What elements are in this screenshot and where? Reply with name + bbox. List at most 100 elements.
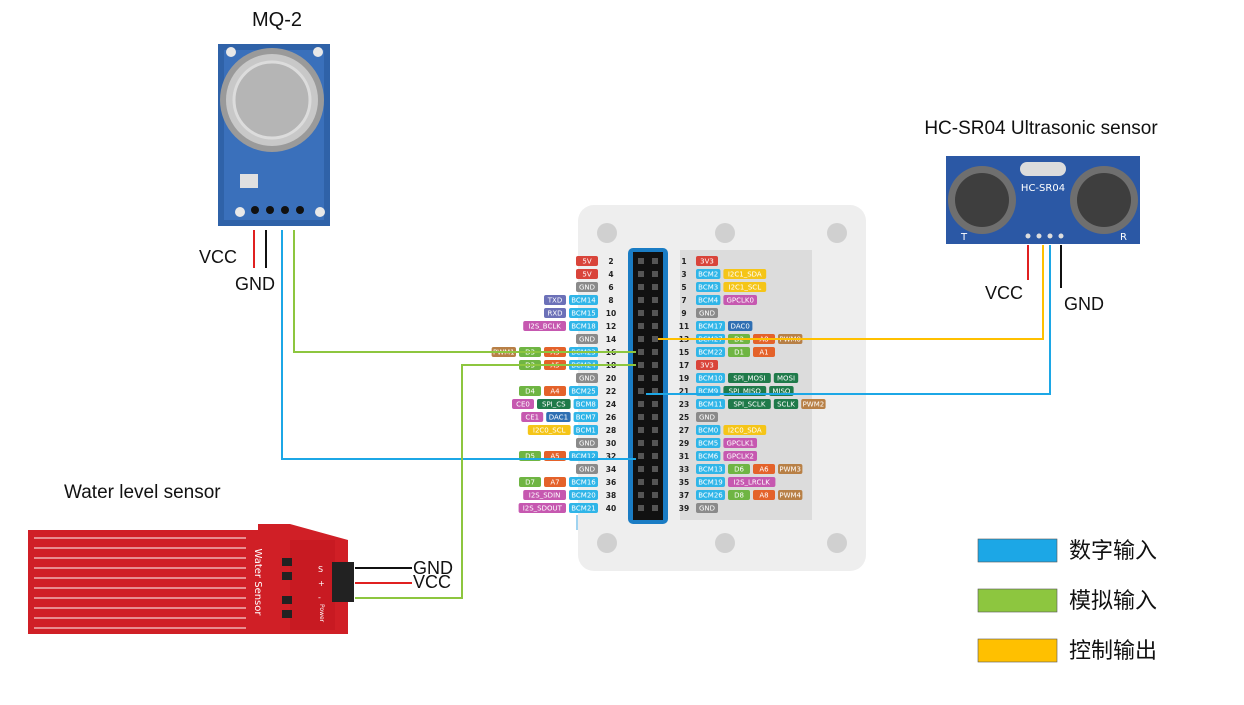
pin-number: 23 <box>679 400 689 409</box>
hcsr04-sensor: HC-SR04 T R <box>946 156 1140 244</box>
pin-label: BCM6 <box>698 453 719 461</box>
pin-label-box <box>527 425 571 435</box>
pin-label-box <box>696 373 725 383</box>
pin-label-box <box>696 360 718 370</box>
pin-label-box <box>696 477 725 487</box>
pin-label-box <box>728 464 750 474</box>
pin-label-box <box>576 464 598 474</box>
water-analog-wire[interactable] <box>355 364 636 599</box>
pin-label-box <box>696 451 721 461</box>
pin-label: A8 <box>759 492 768 500</box>
pin-label-box <box>569 477 598 487</box>
pin-label-box <box>519 477 541 487</box>
pin-label: BCM11 <box>698 401 723 409</box>
pin-label-box <box>576 282 598 292</box>
gpio-pin <box>652 258 658 264</box>
pin-label: I2C0_SCL <box>533 427 566 435</box>
pin-label-box <box>573 399 598 409</box>
pin-label-box <box>773 399 799 409</box>
gpio-pin <box>652 284 658 290</box>
pin-label: DAC1 <box>549 414 568 422</box>
gpio-pin <box>652 440 658 446</box>
pin-label: I2S_SDOUT <box>523 505 563 513</box>
pin-label: GND <box>699 310 715 318</box>
gpio-pin <box>652 505 658 511</box>
pin-label: PWM4 <box>779 492 801 500</box>
gpio-pin <box>652 362 658 368</box>
gpio-pin <box>652 479 658 485</box>
gpio-pin <box>652 466 658 472</box>
pin-label-box <box>696 412 718 422</box>
gpio-pin <box>652 297 658 303</box>
gpio-pin <box>638 349 644 355</box>
gpio-pin <box>638 414 644 420</box>
water-title: Water level sensor <box>64 482 221 503</box>
pin-label: GND <box>579 375 595 383</box>
pin-number: 31 <box>679 452 689 461</box>
pin-label: BCM15 <box>571 310 596 318</box>
pin-label-box <box>544 477 566 487</box>
pin-label-box <box>696 425 721 435</box>
pin-label-box <box>576 438 598 448</box>
pin-label: BCM4 <box>698 297 719 305</box>
pin-label-box <box>778 490 803 500</box>
hcsr04-vcc-label: VCC <box>985 283 1023 303</box>
pin-label: I2S_LRCLK <box>734 479 771 487</box>
mq2-analog-wire[interactable] <box>293 230 636 353</box>
pin-label-box <box>576 334 598 344</box>
pin-label-box <box>569 308 598 318</box>
pin-label-box <box>544 308 566 318</box>
gpio-pin <box>638 440 644 446</box>
pin-label-box <box>696 438 721 448</box>
pin-number: 28 <box>606 426 616 435</box>
pin-label: BCM14 <box>571 297 596 305</box>
gpio-pin <box>638 479 644 485</box>
pin-label: GPCLK2 <box>726 453 753 461</box>
pin-label-box <box>523 490 566 500</box>
mq2-digital-wire[interactable] <box>281 230 636 460</box>
gpio-pin <box>652 453 658 459</box>
pin-label: CE1 <box>525 414 539 422</box>
water-sensor: Water Sensor S + - Power <box>28 524 354 634</box>
pin-label: SPI_MOSI <box>733 375 765 383</box>
legend-swatch <box>977 638 1058 663</box>
pin-label-box <box>573 412 598 422</box>
pin-number: 25 <box>679 413 689 422</box>
pin-number: 22 <box>606 387 616 396</box>
gpio-pin <box>638 375 644 381</box>
pin-number: 40 <box>606 504 616 513</box>
pin-label: GND <box>579 440 595 448</box>
hcsr04-trig-wire[interactable] <box>658 245 1044 340</box>
water-vcc-label: VCC <box>413 572 451 592</box>
pin-label: 5V <box>582 258 591 266</box>
pin-number: 4 <box>608 270 613 279</box>
gpio-pin <box>638 323 644 329</box>
pin-label: PWM3 <box>779 466 801 474</box>
pin-label-box <box>569 295 598 305</box>
pin-label: SPI_SCLK <box>733 401 765 409</box>
hcsr04-echo-wire[interactable] <box>646 245 1051 395</box>
pin-label-box <box>696 308 718 318</box>
pin-label: MISO <box>772 388 791 396</box>
pin-label-box <box>576 269 598 279</box>
pin-label-box <box>544 295 566 305</box>
gpio-pin <box>638 258 644 264</box>
pin-label: 3V3 <box>700 362 714 370</box>
pin-label-box <box>696 347 725 357</box>
gpio-pin-grid <box>638 258 658 511</box>
pin-label: I2S_SDIN <box>529 492 561 500</box>
mq2-title: MQ-2 <box>252 9 302 31</box>
pin-label-box <box>696 321 725 331</box>
pin-number: 6 <box>608 283 613 292</box>
pin-number: 39 <box>679 504 689 513</box>
pin-number: 8 <box>608 296 613 305</box>
mount-hole <box>827 223 847 243</box>
pin-number: 24 <box>606 400 616 409</box>
pin-label: GND <box>699 505 715 513</box>
pin-label-box <box>728 321 753 331</box>
pin-label: I2S_BCLK <box>528 323 561 331</box>
gpio-pin <box>638 453 644 459</box>
mount-hole <box>715 223 735 243</box>
